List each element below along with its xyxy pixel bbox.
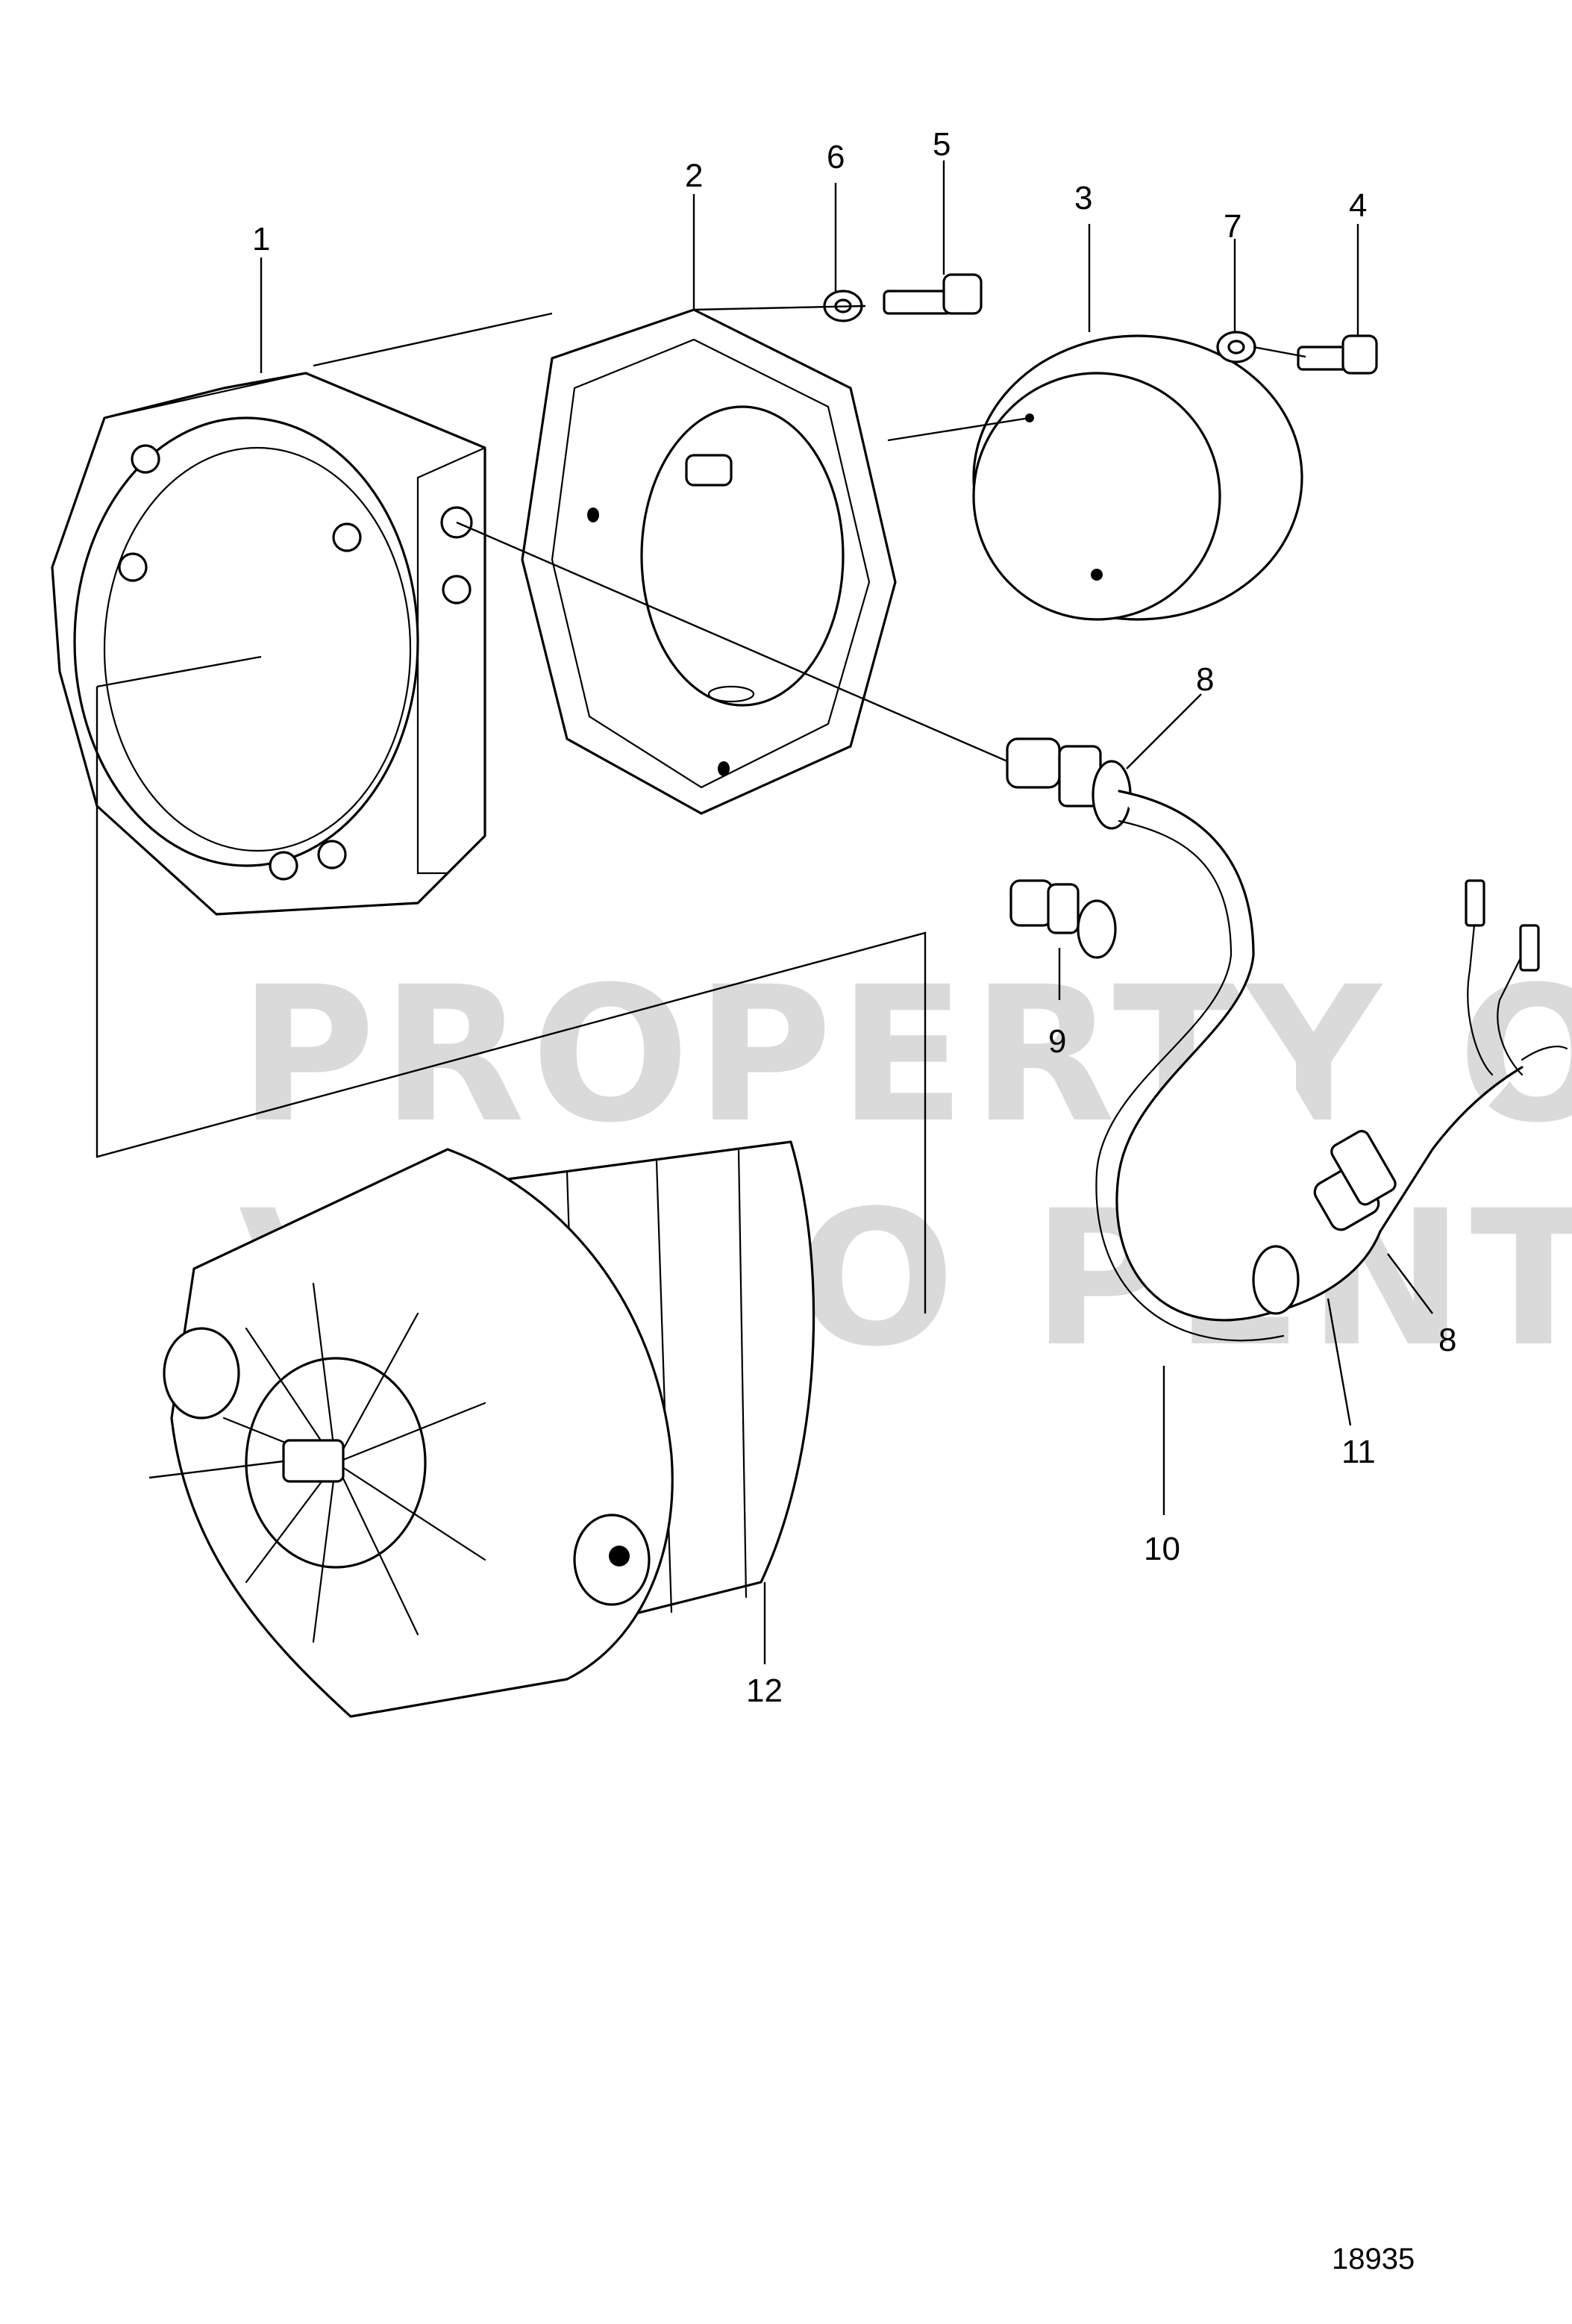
callouts: 1 2 3 4 5 6 7 8 9 10 11 8 12 [252, 126, 1456, 1709]
part-3-cap [972, 334, 1303, 621]
callout-10: 10 [1144, 1531, 1180, 1567]
callout-5: 5 [933, 126, 951, 163]
callout-2: 2 [685, 157, 703, 194]
part-11-washer [1252, 1245, 1300, 1315]
callout-8-upper: 8 [1196, 661, 1214, 698]
watermark-line-1: PROPERTY OF [239, 946, 1572, 1163]
part-10-cable [1095, 790, 1568, 1342]
callout-8-lower: 8 [1438, 1322, 1456, 1358]
callout-7: 7 [1224, 208, 1241, 245]
callout-3: 3 [1074, 180, 1092, 216]
part-4-screw [1297, 334, 1378, 375]
part-2-cover [521, 308, 897, 815]
part-9-gland [1009, 879, 1117, 959]
callout-11: 11 [1341, 1434, 1376, 1470]
part-7-washer [1216, 331, 1256, 363]
part-12-alternator [148, 1140, 815, 1718]
part-5-screw [883, 273, 983, 315]
part-1-housing [51, 372, 486, 916]
callout-6: 6 [827, 139, 845, 175]
callout-1: 1 [252, 221, 270, 257]
callout-12: 12 [746, 1672, 783, 1709]
part-8-gland-upper [1006, 737, 1132, 830]
part-8-gland-lower [1313, 1130, 1397, 1231]
figure-number: 18935 [1332, 2243, 1415, 2275]
callout-4: 4 [1349, 187, 1367, 224]
callout-9: 9 [1048, 1023, 1066, 1060]
leader-lines [95, 160, 1433, 1664]
